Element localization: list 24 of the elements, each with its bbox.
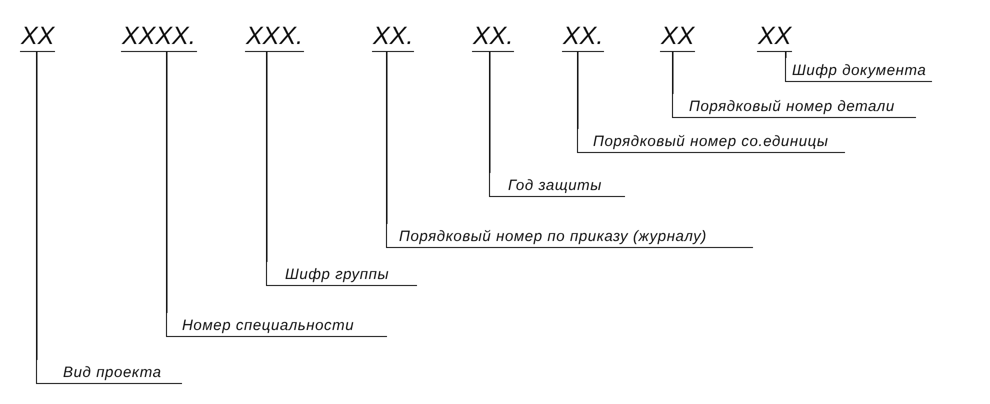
leader-line — [36, 52, 38, 360]
designation-code: XX — [660, 22, 696, 52]
designation-code: XXXX. — [121, 22, 197, 52]
designation-code: XX. — [472, 22, 514, 52]
leader-line — [672, 52, 674, 94]
leader-line — [166, 52, 168, 313]
designation-code: XX — [757, 22, 792, 52]
leader-line — [577, 52, 578, 129]
leader-line — [266, 52, 268, 262]
field-caption: Шифр документа — [785, 58, 932, 82]
field-caption: Номер специальности — [166, 313, 387, 337]
leader-line — [785, 52, 786, 58]
field-caption: Вид проекта — [36, 360, 182, 384]
field-caption: Порядковый номер по приказу (журналу) — [386, 224, 753, 248]
field-caption: Шифр группы — [266, 262, 417, 286]
field-caption: Год защиты — [489, 173, 625, 197]
leader-line — [489, 52, 490, 173]
designation-code: XX — [20, 22, 56, 52]
field-caption: Порядковый номер детали — [672, 94, 916, 118]
field-caption: Порядковый номер со.единицы — [577, 129, 845, 153]
designation-code: XX. — [372, 22, 414, 52]
leader-line — [386, 52, 388, 224]
designation-code: XX. — [562, 22, 604, 52]
designation-code: XXX. — [245, 22, 304, 52]
